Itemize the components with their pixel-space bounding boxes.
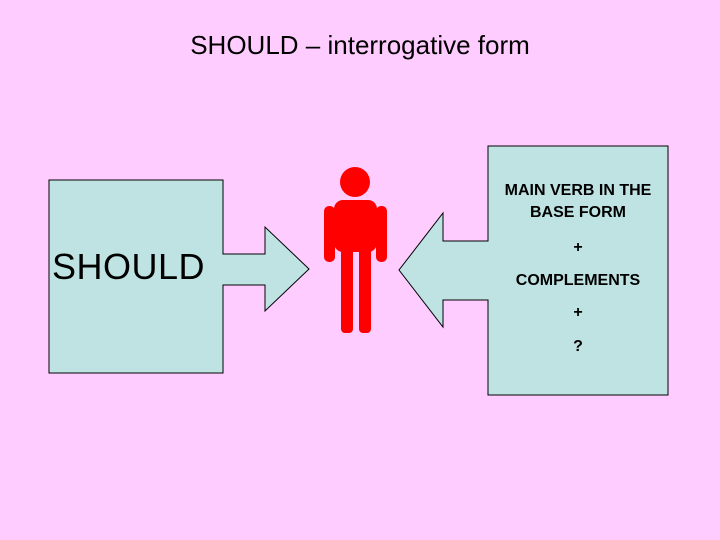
right-callout-box bbox=[398, 145, 669, 396]
should-label: SHOULD bbox=[52, 246, 206, 287]
main-verb-text: MAIN VERB IN THE BASE FORM bbox=[504, 182, 652, 221]
plus-sign-1: + bbox=[573, 239, 583, 256]
question-mark: ? bbox=[573, 338, 583, 355]
complements-text: COMPLEMENTS bbox=[515, 272, 641, 289]
left-callout-box bbox=[48, 179, 310, 374]
plus-sign-2: + bbox=[573, 304, 583, 321]
person-icon bbox=[324, 167, 387, 333]
right-box-content: MAIN VERB IN THE BASE FORM + COMPLEMENTS… bbox=[490, 180, 666, 355]
slide-title: SHOULD – interrogative form bbox=[190, 30, 530, 60]
